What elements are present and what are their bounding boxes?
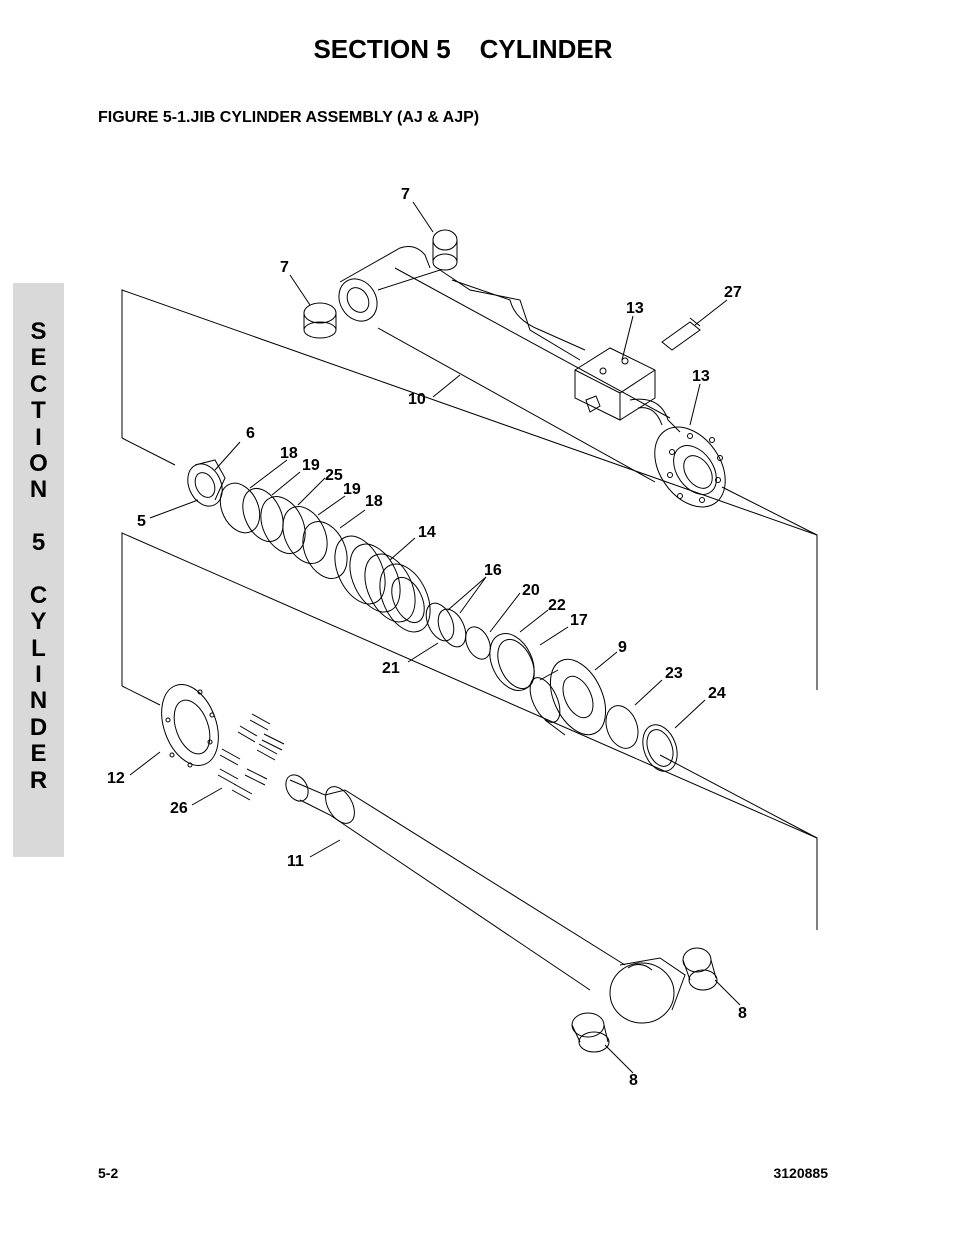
side-tab-letter: S <box>30 318 47 345</box>
piston-part <box>334 535 431 633</box>
callout-label: 24 <box>708 685 726 702</box>
side-tab-letter: Y <box>30 608 47 636</box>
callout-label: 7 <box>280 259 289 276</box>
callout-label: 18 <box>280 445 298 462</box>
callout-label: 8 <box>738 1005 747 1022</box>
seal-rings <box>219 482 348 579</box>
callout-label: 8 <box>629 1072 638 1089</box>
callout-label: 7 <box>401 186 410 203</box>
small-rings <box>425 602 535 691</box>
side-tab-letter: E <box>30 344 47 372</box>
callout-label: 17 <box>570 612 588 629</box>
side-tab-letter: E <box>30 740 47 768</box>
callout-label: 23 <box>665 665 683 682</box>
exploded-view-outline <box>121 289 818 930</box>
callout-label: 16 <box>484 562 502 579</box>
head-part <box>187 459 226 507</box>
page-number: 5-2 <box>98 1165 119 1181</box>
callout-label: 20 <box>522 582 540 599</box>
document-number: 3120885 <box>773 1165 828 1181</box>
retaining-plate <box>161 684 219 768</box>
section-side-tab: S E C T I O N 5 C Y L I N D E R <box>13 283 64 857</box>
callout-label: 19 <box>343 481 361 498</box>
side-tab-letter: C <box>29 581 48 609</box>
figure-title: FIGURE 5-1.JIB CYLINDER ASSEMBLY (AJ & A… <box>98 109 480 126</box>
callout-label: 18 <box>365 493 383 510</box>
rod-bushings <box>571 947 718 1053</box>
bushing-part <box>303 229 458 339</box>
callout-label: 27 <box>724 284 742 301</box>
callout-label: 10 <box>408 391 426 408</box>
wiper-rings <box>605 705 678 772</box>
callout-label: 12 <box>107 770 125 787</box>
callout-label: 19 <box>302 457 320 474</box>
callout-label: 11 <box>287 853 304 870</box>
side-tab-letter: 5 <box>31 529 46 557</box>
callout-label: 22 <box>548 597 566 614</box>
side-tab-letter: C <box>29 370 48 398</box>
side-tab-letter: T <box>31 397 46 425</box>
callout-label: 5 <box>137 513 146 530</box>
side-tab-letter: I <box>35 423 42 451</box>
barrel-part <box>338 246 726 508</box>
callout-label: 21 <box>382 660 400 677</box>
callout-label: 13 <box>692 368 710 385</box>
side-tab-letter: N <box>29 476 48 504</box>
bolts <box>217 713 285 801</box>
side-tab-letter: O <box>29 449 48 477</box>
side-tab-text: S E C T I O N 5 C Y L I N D E R <box>13 318 64 794</box>
side-tab-letter: I <box>35 661 42 689</box>
side-tab-letter: L <box>31 634 46 662</box>
callout-label: 14 <box>418 524 436 541</box>
side-tab-letter: N <box>29 687 48 715</box>
callout-label: 13 <box>626 300 644 317</box>
side-tab-letter: R <box>29 766 48 794</box>
callout-label: 9 <box>618 639 627 656</box>
callout-label: 6 <box>246 425 255 442</box>
gland-part <box>529 658 607 736</box>
section-title: SECTION 5 CYLINDER <box>313 34 613 64</box>
rod-part <box>285 774 686 1024</box>
leader-lines <box>129 201 741 1074</box>
side-tab-letter: D <box>29 713 48 741</box>
callout-label: 26 <box>170 800 188 817</box>
callout-label: 25 <box>325 467 343 484</box>
